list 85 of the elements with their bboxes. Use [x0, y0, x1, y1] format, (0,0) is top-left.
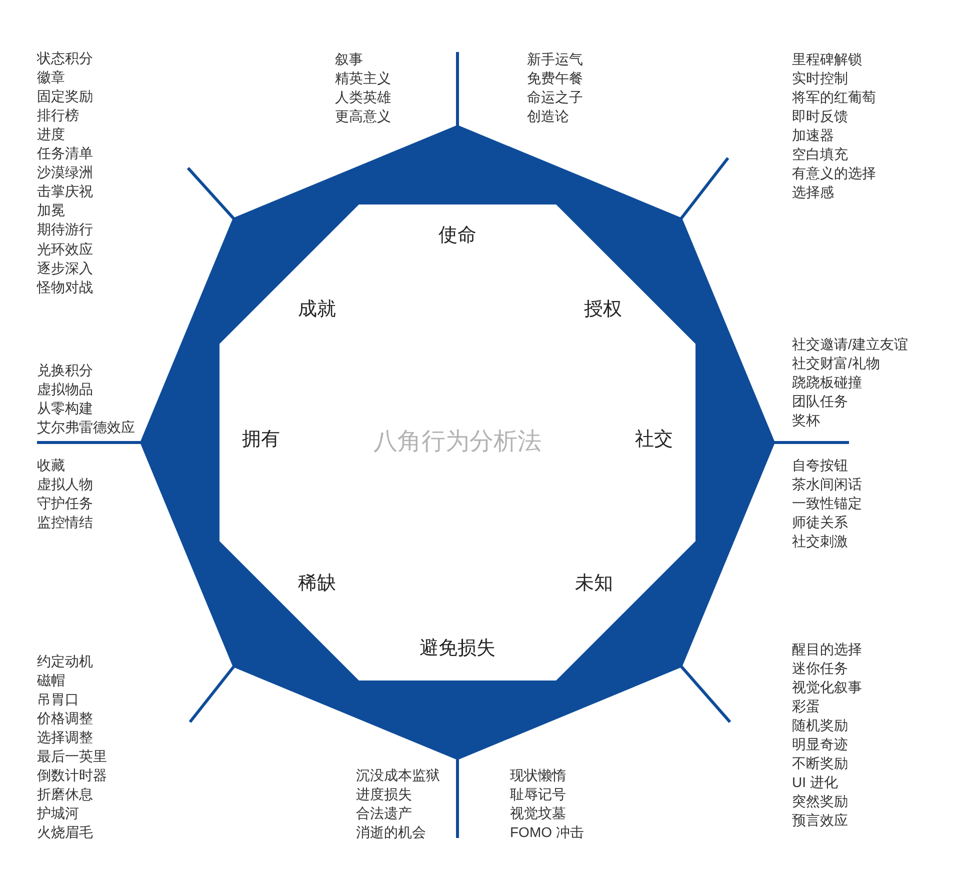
- list-item: 茶水间闲话: [792, 474, 862, 494]
- list-item: 合法遗产: [356, 804, 412, 823]
- list-item: 空白填充: [792, 145, 848, 164]
- octagon-band: [140, 125, 775, 760]
- list-item: 社交邀请/建立友谊: [792, 334, 908, 354]
- drive-label: 避免损失: [420, 637, 496, 661]
- list-item: 吊胃口: [37, 690, 79, 709]
- list-item: 创造论: [527, 106, 569, 126]
- list-item: UI 进化: [792, 773, 838, 792]
- list-item: 折磨休息: [37, 785, 93, 804]
- list-item: 奖杯: [792, 410, 820, 430]
- list-item: 逐步深入: [37, 258, 93, 278]
- drive-label: 稀缺: [298, 572, 336, 596]
- list-item: 有意义的选择: [792, 164, 876, 184]
- list-item: 视觉坟墓: [510, 804, 566, 823]
- list-item: 现状懒惰: [510, 766, 566, 784]
- list-item: 实时控制: [792, 68, 848, 88]
- list-item: 叙事: [335, 50, 363, 68]
- list-item: FOMO 冲击: [510, 822, 584, 842]
- drive-label: 成就: [298, 298, 336, 322]
- list-item: 进度: [37, 124, 65, 144]
- list-item: 免费午餐: [527, 68, 583, 88]
- list-item: 随机奖励: [792, 716, 848, 735]
- list-item: 最后一英里: [37, 747, 107, 766]
- list-item: 师徒关系: [792, 512, 848, 532]
- list-item: 将军的红葡萄: [792, 88, 876, 107]
- list-item: 沙漠绿洲: [37, 163, 93, 182]
- list-item: 突然奖励: [792, 792, 848, 812]
- list-item: 新手运气: [527, 50, 583, 68]
- list-item: 跷跷板碰撞: [792, 372, 862, 392]
- list-item: 收藏: [37, 456, 65, 474]
- list-item: 沉没成本监狱: [356, 766, 440, 784]
- list-item: 监控情结: [37, 512, 93, 532]
- list-item: 人类英雄: [335, 88, 391, 107]
- list-item: 选择调整: [37, 728, 93, 747]
- list-item: 精英主义: [335, 68, 391, 88]
- list-item: 状态积分: [37, 48, 93, 68]
- list-item: 火烧眉毛: [37, 823, 93, 842]
- list-item: 不断奖励: [792, 754, 848, 774]
- list-item: 加冕: [37, 201, 65, 220]
- drive-label: 未知: [575, 572, 613, 596]
- list-item: 光环效应: [37, 240, 93, 258]
- list-item: 即时反馈: [792, 106, 848, 126]
- list-item: 彩蛋: [792, 696, 820, 716]
- list-item: 选择感: [792, 183, 834, 202]
- list-item: 艾尔弗雷德效应: [37, 418, 135, 437]
- list-item: 任务清单: [37, 144, 93, 163]
- list-item: 视觉化叙事: [792, 678, 862, 697]
- list-item: 加速器: [792, 126, 834, 145]
- list-item: 怪物对战: [37, 278, 93, 297]
- list-item: 自夸按钮: [792, 456, 848, 474]
- list-item: 预言效应: [792, 811, 848, 830]
- list-item: 醒目的选择: [792, 640, 862, 658]
- list-item: 虚拟物品: [37, 380, 93, 399]
- list-item: 明显奇迹: [792, 735, 848, 754]
- list-item: 固定奖励: [37, 86, 93, 106]
- drive-label: 拥有: [242, 428, 280, 452]
- list-item: 兑换积分: [37, 360, 93, 380]
- list-item: 迷你任务: [792, 658, 848, 678]
- list-item: 倒数计时器: [37, 766, 107, 786]
- list-item: 价格调整: [37, 708, 93, 728]
- drive-label: 社交: [635, 428, 673, 452]
- list-item: 徽章: [37, 68, 65, 87]
- diagram-title: 八角行为分析法: [374, 426, 542, 456]
- list-item: 社交刺激: [792, 532, 848, 551]
- list-item: 命运之子: [527, 88, 583, 107]
- list-item: 消逝的机会: [356, 822, 426, 842]
- list-item: 排行榜: [37, 106, 79, 125]
- list-item: 护城河: [37, 804, 79, 824]
- list-item: 更高意义: [335, 106, 391, 126]
- list-item: 击掌庆祝: [37, 182, 93, 202]
- list-item: 团队任务: [792, 392, 848, 411]
- list-item: 进度损失: [356, 784, 412, 804]
- list-item: 磁帽: [37, 670, 65, 690]
- list-item: 从零构建: [37, 398, 93, 418]
- drive-label: 使命: [438, 224, 476, 248]
- list-item: 耻辱记号: [510, 784, 566, 804]
- list-item: 虚拟人物: [37, 474, 93, 494]
- list-item: 约定动机: [37, 652, 93, 670]
- list-item: 里程碑解锁: [792, 50, 862, 68]
- list-item: 守护任务: [37, 494, 93, 513]
- list-item: 一致性锚定: [792, 494, 862, 513]
- drive-label: 授权: [584, 298, 622, 322]
- list-item: 期待游行: [37, 220, 93, 240]
- list-item: 社交财富/礼物: [792, 354, 880, 373]
